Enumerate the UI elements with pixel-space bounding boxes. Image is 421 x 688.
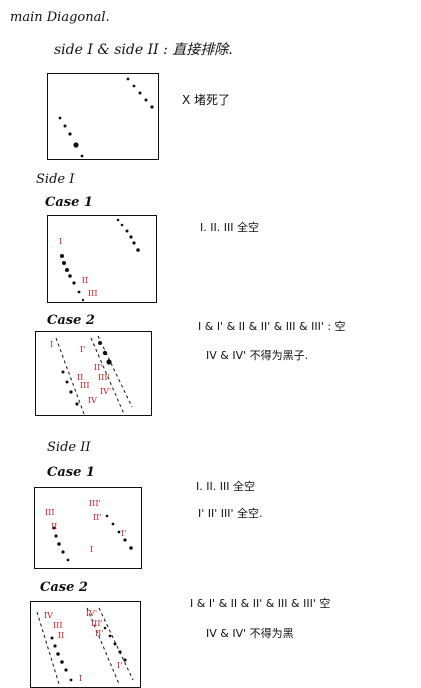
mark-III: III <box>88 289 97 298</box>
dashed-line <box>97 335 133 408</box>
side2-case2-label: Case 2 <box>40 580 88 595</box>
mark-III-prime: III' <box>89 499 101 508</box>
mark-I-prime: I' <box>121 529 126 538</box>
mark-I: I <box>50 340 53 349</box>
side2-case2-diagram: IV III II I IV' III' II' I' <box>30 601 141 688</box>
side2-case2-note-line2: IV & IV' 不得为黑 <box>206 627 294 640</box>
side1-case2-note-line1: I & I' & II & II' & III & III' : 空 <box>198 320 346 333</box>
mark-III: III <box>45 508 54 517</box>
mark-IV-prime: IV' <box>100 387 111 396</box>
mark-III-prime: III' <box>91 619 103 628</box>
page-title: main Diagonal. <box>10 10 110 25</box>
dashed-line <box>86 607 120 685</box>
side1-case1-diagram: I II III <box>47 215 157 303</box>
mark-IV-prime: IV' <box>86 609 97 618</box>
mark-II: II <box>82 276 88 285</box>
side1-case2-note-line2: IV & IV' 不得为黑子. <box>206 349 309 362</box>
intro-upper-dots <box>126 77 154 109</box>
upper-diagonal-dots <box>116 218 140 252</box>
dashed-line <box>90 337 125 415</box>
mark-III: III <box>53 621 62 630</box>
side1-case1-label: Case 1 <box>45 195 93 210</box>
side1-case2-label: Case 2 <box>47 313 95 328</box>
mark-I-prime: I' <box>80 345 85 354</box>
lower-diagonal-dots <box>60 254 85 302</box>
mark-IV: IV <box>88 396 97 405</box>
side2-case1-label: Case 1 <box>47 465 95 480</box>
mark-II: II <box>58 631 64 640</box>
intro-note: side I & side II : 直接排除. <box>54 42 233 58</box>
intro-diagram-svg <box>58 77 154 158</box>
mark-I: I <box>59 237 62 246</box>
upper-diagonal-dots <box>103 626 127 662</box>
side1-case1-note: I. II. III 全空 <box>200 221 259 234</box>
mark-II-prime: II' <box>93 513 102 522</box>
lower-diagonal-dots <box>52 526 70 562</box>
mark-I: I <box>79 674 82 683</box>
intro-diagram <box>47 73 159 160</box>
side2-case2-note-line1: I & I' & II & II' & III & III' 空 <box>190 597 331 610</box>
side1-case1-svg: I II III <box>59 218 140 302</box>
mark-II-prime: II' <box>95 629 104 638</box>
dashed-line <box>55 337 85 415</box>
lower-diagonal-dots <box>50 636 73 682</box>
mark-II: II <box>77 373 83 382</box>
dashed-line <box>36 611 60 685</box>
side2-case1-note-line2: I' II' III' 全空. <box>198 507 263 520</box>
side2-case1-note-line1: I. II. III 全空 <box>196 480 255 493</box>
dashed-line <box>98 607 134 681</box>
mark-II: II <box>51 522 57 531</box>
mark-I-prime: I' <box>117 661 122 670</box>
side2-heading: Side II <box>47 440 91 455</box>
intro-result: X 堵死了 <box>182 93 231 107</box>
upper-diagonal-dots <box>105 514 133 550</box>
side2-case1-diagram: III II I III' II' I' <box>34 487 142 569</box>
mark-III-prime: III' <box>98 373 110 382</box>
mark-II-prime: II' <box>94 363 103 372</box>
lower-diagonal-dots <box>61 370 79 406</box>
mark-III: III <box>80 381 89 390</box>
side1-case2-diagram: I I' II II' III III' IV IV' <box>35 331 152 416</box>
side1-heading: Side I <box>36 172 75 187</box>
side2-case2-svg: IV III II I IV' III' II' I' <box>36 607 134 685</box>
upper-diagonal-dots <box>98 341 112 365</box>
intro-lower-dots <box>58 116 84 158</box>
mark-I: I <box>90 545 93 554</box>
side1-case2-svg: I I' II II' III III' IV IV' <box>50 335 133 415</box>
side2-case1-svg: III II I III' II' I' <box>45 499 133 562</box>
mark-IV: IV <box>44 611 53 620</box>
